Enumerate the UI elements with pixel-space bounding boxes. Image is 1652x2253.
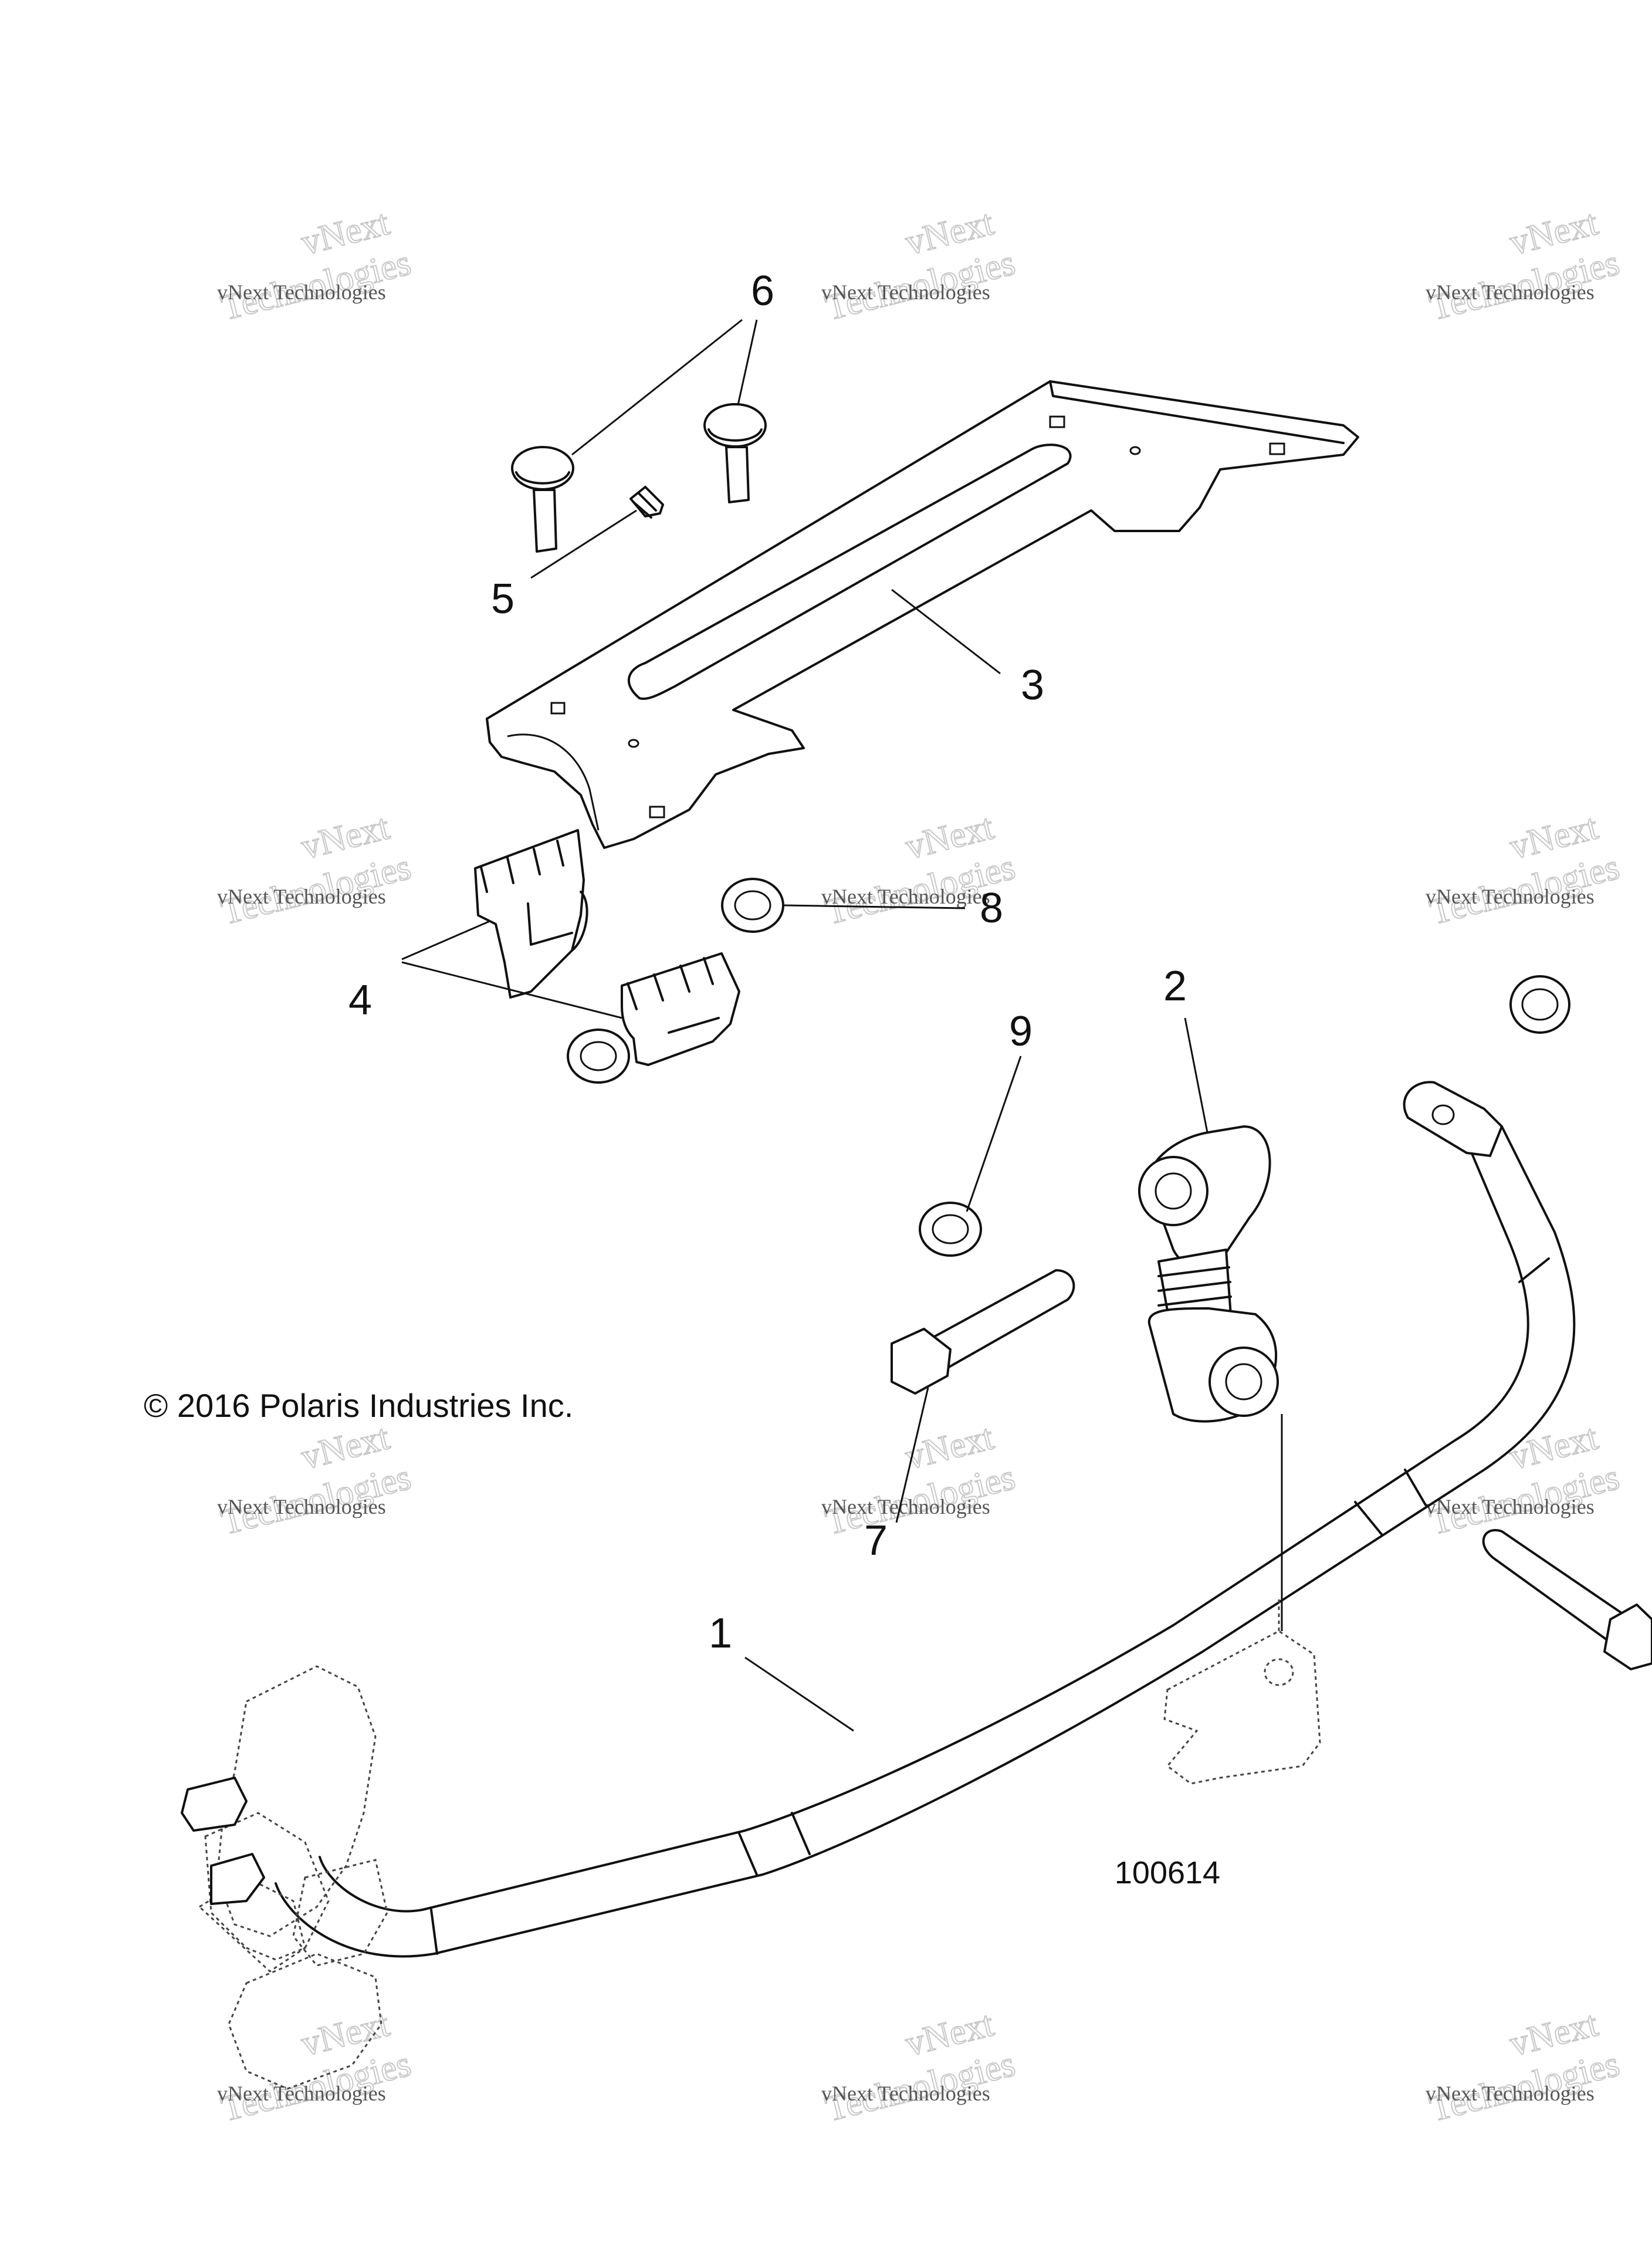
- callout-labels: 1 2 3 4 5 6 7 8 9: [348, 268, 1187, 1657]
- watermark-text: vNext Technologies: [821, 1495, 990, 1518]
- watermark-text: vNext Technologies: [1426, 1495, 1595, 1518]
- stabilizer-link-part-2: [1138, 1125, 1279, 1423]
- flange-bolt-right: [1482, 1529, 1652, 1670]
- flange-nut-left: [567, 1029, 630, 1084]
- watermark-text: vNext Technologies: [217, 2082, 386, 2105]
- copyright-notice: © 2016 Polaris Industries Inc.: [144, 1387, 573, 1424]
- watermark-text: vNext Technologies: [821, 2082, 990, 2105]
- watermark-text: vNext Technologies: [217, 885, 386, 908]
- flange-nut-right: [1509, 975, 1570, 1034]
- callout-5: 5: [491, 576, 514, 623]
- callout-2: 2: [1163, 963, 1187, 1010]
- watermark-text: vNext Technologies: [821, 280, 990, 304]
- bracket-part-3: [486, 380, 1359, 849]
- callout-4: 4: [348, 977, 372, 1024]
- flange-nut-part-9: [919, 1202, 982, 1257]
- grease-fitting-part-5: [629, 486, 664, 519]
- watermark-text: vNext Technologies: [821, 885, 990, 908]
- suspension-mount-dotted: [181, 1665, 388, 2090]
- chassis-mount-dotted: [1163, 1596, 1321, 1785]
- bushing-upper-part-4: [474, 829, 588, 999]
- watermark-text: vNext Technologies: [1426, 2082, 1595, 2105]
- watermark-text: vNext Technologies: [1426, 885, 1595, 908]
- callout-7: 7: [864, 1517, 888, 1564]
- watermark-text: vNext Technologies: [217, 1495, 386, 1518]
- flange-nut-part-8: [721, 878, 784, 933]
- leader-lines: [401, 319, 1283, 1732]
- stabilizer-bar-part-1: [275, 1081, 1576, 1958]
- diagram-part-number: 100614: [1115, 1855, 1220, 1890]
- callout-6: 6: [751, 268, 774, 314]
- carriage-bolt-2: [703, 403, 767, 503]
- carriage-bolt-1: [511, 446, 574, 553]
- flange-bolt-part-7: [891, 1269, 1075, 1395]
- callout-1: 1: [709, 1610, 732, 1657]
- watermark-text: vNext Technologies: [1426, 280, 1595, 304]
- bushing-lower-part-4: [621, 952, 740, 1066]
- callout-8: 8: [980, 885, 1003, 932]
- callout-3: 3: [1021, 662, 1044, 709]
- watermark-text: vNext Technologies: [217, 280, 386, 304]
- callout-9: 9: [1009, 1008, 1032, 1055]
